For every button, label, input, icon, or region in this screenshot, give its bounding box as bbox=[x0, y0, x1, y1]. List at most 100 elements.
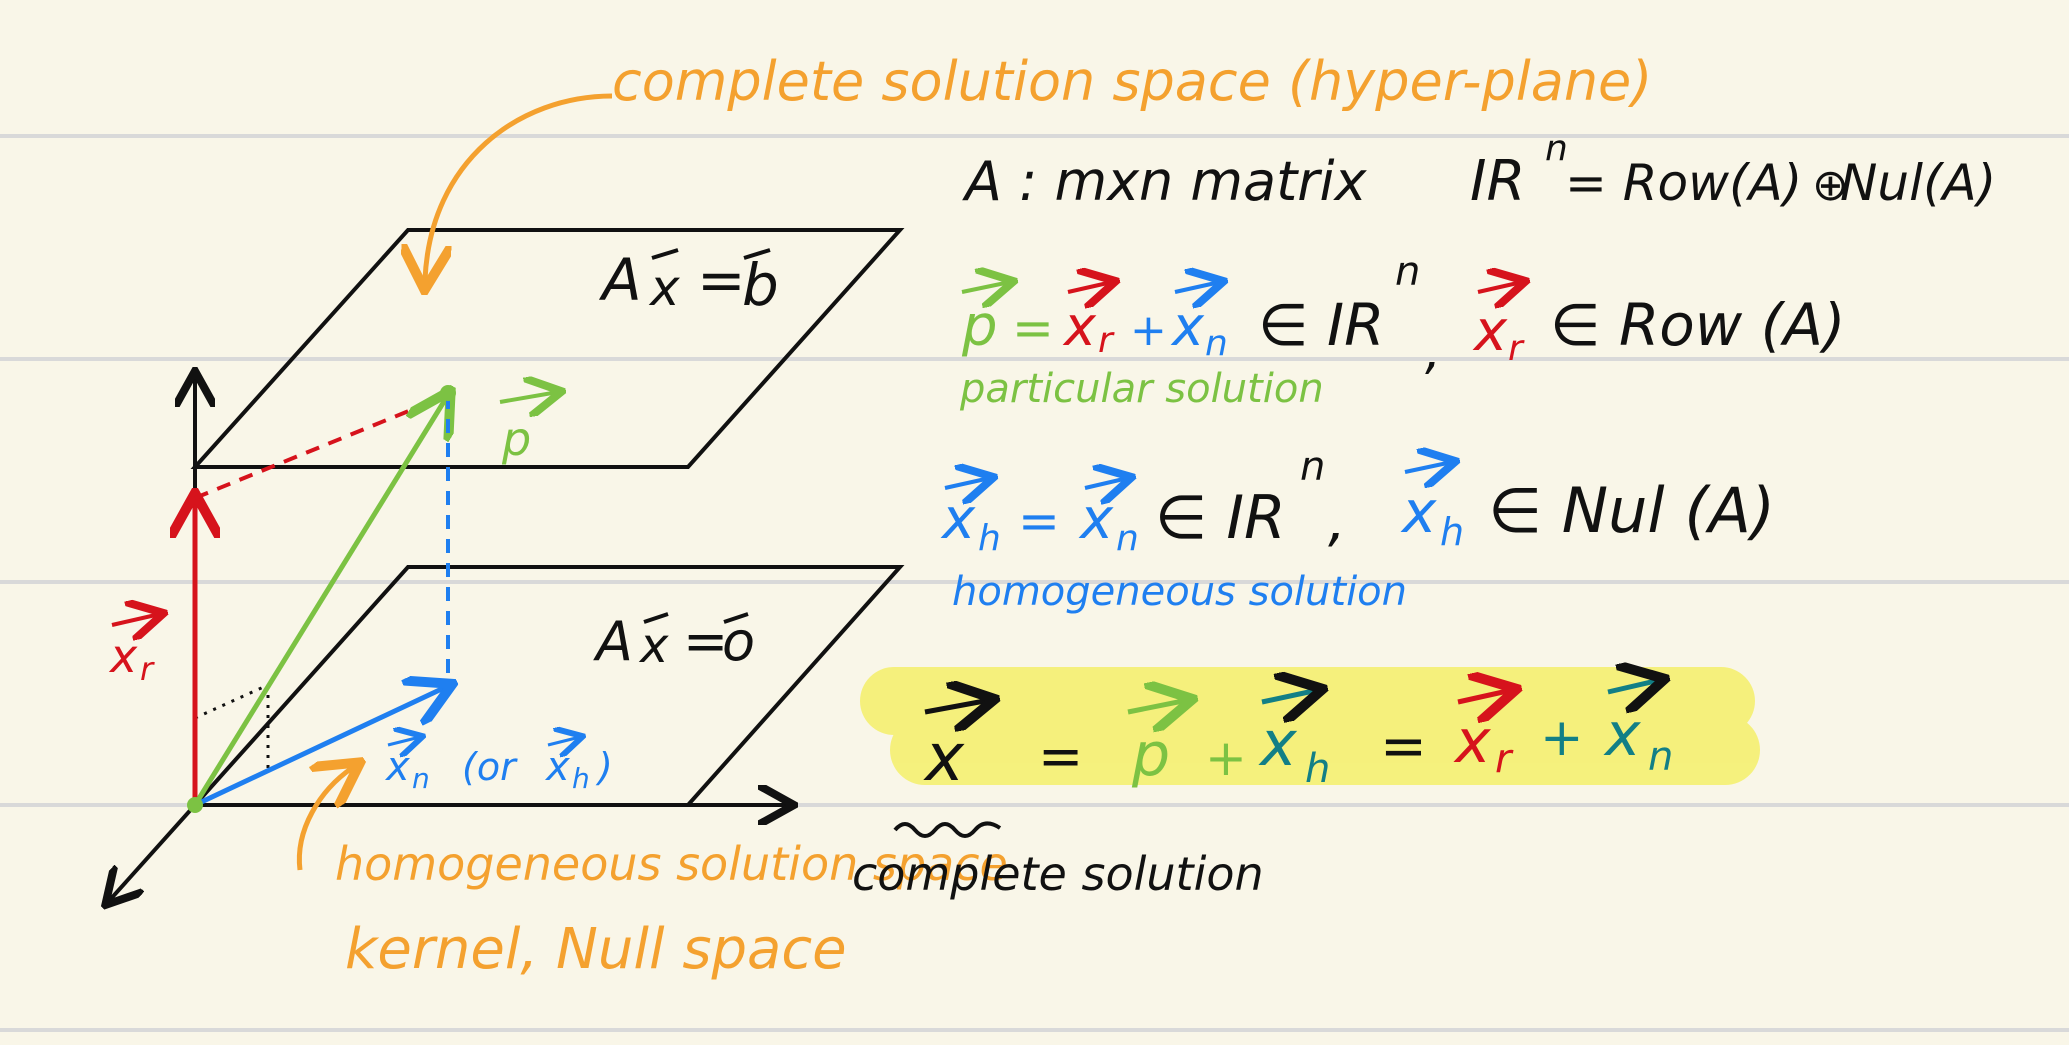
xh2-symbol: x bbox=[1400, 478, 1437, 546]
xn-symbol: x bbox=[1170, 295, 1205, 358]
xn-symbol: x bbox=[1078, 487, 1114, 552]
vector-arrow-mark bbox=[1084, 478, 1128, 488]
x-symbol: x bbox=[923, 719, 965, 796]
vector-arrow-mark bbox=[961, 282, 1010, 292]
vector-arrow-mark bbox=[1607, 680, 1660, 692]
xr-dashed-line bbox=[194, 393, 449, 500]
xh-symbol: x bbox=[940, 487, 976, 552]
vector-arrow-mark bbox=[1067, 282, 1112, 292]
comma: , bbox=[1425, 322, 1441, 380]
plane-top bbox=[190, 228, 905, 469]
xh-subscript: h bbox=[1305, 746, 1330, 792]
or-text: (or bbox=[462, 745, 518, 789]
plane-top-eq-A: A bbox=[598, 246, 642, 314]
particular-solution-label: particular solution bbox=[959, 366, 1324, 412]
highlight-band-bottom bbox=[890, 715, 1760, 785]
row-space-text: = Row(A) bbox=[1565, 154, 1802, 212]
in-rn-text: ∈ IR bbox=[1258, 291, 1384, 359]
xn-symbol: x bbox=[1603, 700, 1641, 770]
direct-sum-symbol: ⊕ bbox=[1812, 160, 1849, 211]
xh-subscript: h bbox=[572, 762, 590, 795]
xn-subscript: n bbox=[1205, 323, 1228, 364]
xr2-subscript: r bbox=[1508, 328, 1525, 369]
xh2-subscript: h bbox=[1440, 510, 1464, 554]
plus1-symbol: + bbox=[1205, 729, 1247, 787]
p-label-group: p bbox=[499, 392, 558, 466]
xn-subscript: n bbox=[1648, 734, 1673, 780]
xn-label-group: x n (or x h ) bbox=[384, 737, 613, 795]
equation-line-1: A : mxn matrix IR n = Row(A) ⊕ Nul(A) bbox=[962, 128, 1996, 214]
bottom-label-kernel: kernel, Null space bbox=[345, 917, 847, 982]
plane-top-eq-x: x bbox=[648, 259, 680, 317]
in-rn-text: ∈ IR bbox=[1155, 483, 1286, 553]
in-row-text: ∈ Row (A) bbox=[1550, 291, 1846, 359]
or-close: ) bbox=[595, 745, 613, 789]
equation-line-3: x h = x n ∈ IR n , x h ∈ Nul (A) bbox=[940, 444, 1775, 559]
squiggle-underline bbox=[893, 821, 1002, 838]
vector-arrow-mark bbox=[1174, 282, 1220, 292]
vector-arrow-mark bbox=[499, 392, 558, 402]
vector-arrow-mark bbox=[924, 700, 990, 712]
equation-line-4: x = p + x h = x r + x n bbox=[923, 680, 1673, 796]
p-endpoint bbox=[440, 385, 456, 401]
plane-top-eq-b: b bbox=[742, 251, 779, 319]
xr-label-group: x r bbox=[108, 614, 160, 688]
vector-arrow-mark bbox=[651, 248, 679, 260]
planes bbox=[190, 228, 905, 807]
xn-vector bbox=[193, 686, 448, 808]
xn-subscript: n bbox=[412, 762, 430, 795]
vector-arrow-mark bbox=[643, 612, 669, 624]
vector-arrow-mark bbox=[1127, 700, 1188, 712]
eq1-symbol: = bbox=[1038, 725, 1083, 788]
p-label: p bbox=[501, 412, 531, 466]
plane-bot-eq-A: A bbox=[593, 610, 633, 673]
plane-bottom bbox=[190, 565, 905, 807]
xr-symbol: x bbox=[1062, 295, 1097, 358]
xh-symbol: x bbox=[1258, 707, 1298, 780]
xr-subscript: r bbox=[1098, 320, 1115, 361]
xn-label: x bbox=[384, 744, 410, 790]
rn-superscript: n bbox=[1395, 249, 1420, 295]
origin-point bbox=[187, 797, 203, 813]
p-vector bbox=[192, 395, 448, 807]
homogeneous-solution-label: homogeneous solution bbox=[952, 569, 1407, 615]
bottom-label-homogeneous: homogeneous solution space bbox=[335, 837, 1008, 891]
plus2-symbol: + bbox=[1540, 708, 1584, 768]
xr2-symbol: x bbox=[1472, 299, 1508, 364]
xn-subscript: n bbox=[1116, 518, 1139, 559]
vector-arrow-mark bbox=[387, 737, 420, 745]
eq2-symbol: = bbox=[1380, 714, 1427, 779]
bottom-label-pointer bbox=[296, 768, 352, 871]
r-n-superscript: n bbox=[1545, 128, 1568, 169]
plane-bot-eq-x: x bbox=[638, 618, 669, 674]
eq-symbol: = bbox=[1012, 299, 1054, 357]
rn-superscript: n bbox=[1300, 444, 1325, 490]
vector-arrow-mark bbox=[547, 737, 580, 745]
x-axis bbox=[108, 803, 197, 902]
vector-arrow-mark bbox=[111, 614, 160, 625]
vector-arrow-mark bbox=[1457, 690, 1512, 702]
plane-bottom-equation: A x = o bbox=[593, 610, 755, 674]
top-label: complete solution space (hyper-plane) bbox=[612, 50, 1652, 113]
vector-arrow-mark bbox=[1261, 690, 1318, 702]
vector-arrow-mark bbox=[1477, 282, 1522, 292]
p-symbol: p bbox=[961, 294, 998, 359]
plane-top-equation: A x = b bbox=[598, 246, 779, 319]
p-symbol: p bbox=[1131, 720, 1170, 790]
plane-top-eq-eq: = bbox=[697, 246, 746, 314]
projection-lines bbox=[194, 683, 270, 770]
vector-arrow-mark bbox=[1404, 462, 1452, 472]
xh-label: x bbox=[544, 744, 570, 790]
xh-subscript: h bbox=[978, 518, 1001, 559]
plane-bot-eq-eq: = bbox=[683, 610, 728, 673]
eq-symbol: = bbox=[1018, 492, 1060, 550]
matrix-definition: A : mxn matrix bbox=[962, 150, 1367, 213]
vector-arrow-mark bbox=[723, 612, 749, 624]
r-n-symbol: IR bbox=[1470, 149, 1525, 214]
plus-symbol: + bbox=[1130, 305, 1167, 356]
xr-subscript: r bbox=[1495, 736, 1514, 782]
xr-symbol: x bbox=[1453, 707, 1491, 777]
vector-arrow-mark bbox=[944, 478, 990, 488]
complete-solution-label: complete solution bbox=[852, 847, 1264, 901]
